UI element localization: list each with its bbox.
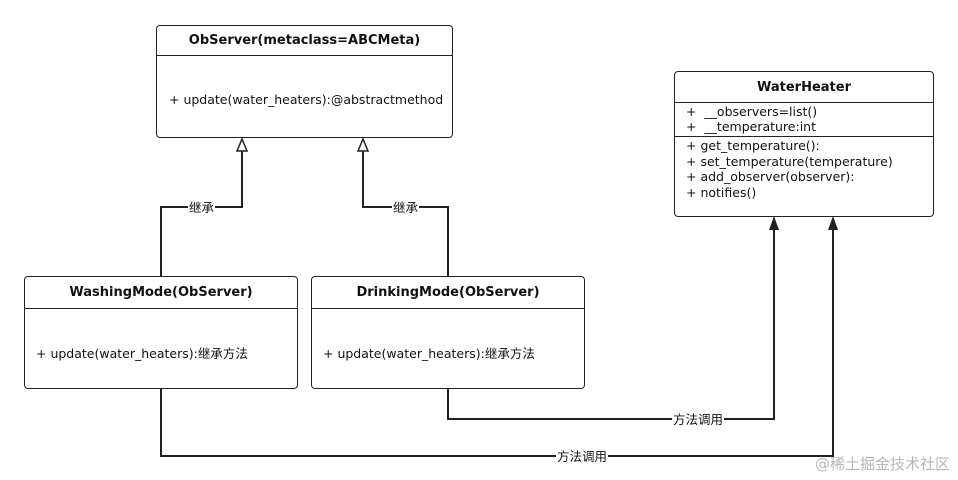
observer-method: + update(water_heaters):@abstractmethod (169, 92, 444, 107)
call-arrowhead (828, 216, 838, 230)
water-heater-attribute: + __temperature:int (686, 119, 816, 134)
drinking-mode-methods: + update(water_heaters):继承方法 (312, 309, 584, 362)
water-heater-attributes: + __observers=list() + __temperature:int (675, 103, 933, 137)
water-heater-class-title: WaterHeater (675, 72, 933, 103)
observer-methods: + update(water_heaters):@abstractmethod (157, 56, 452, 107)
observer-class-title: ObServer(metaclass=ABCMeta) (157, 26, 452, 56)
water-heater-method: + set_temperature(temperature) (686, 153, 893, 169)
inherit-arrowhead (235, 137, 249, 152)
water-heater-attribute: + __observers=list() (686, 104, 818, 119)
water-heater-method: + add_observer(observer): (686, 169, 855, 184)
inherit-arrowhead (356, 137, 370, 152)
drinking-mode-method: + update(water_heaters):继承方法 (323, 346, 535, 361)
watermark-text: @稀土掘金技术社区 (814, 455, 950, 473)
call-arrowhead (769, 216, 779, 230)
water-heater-class-box: WaterHeater + __observers=list() + __tem… (674, 71, 934, 217)
washing-call-connector (160, 229, 834, 457)
observer-class-box: ObServer(metaclass=ABCMeta) + update(wat… (156, 25, 453, 138)
washing-mode-methods: + update(water_heaters):继承方法 (25, 309, 297, 362)
water-heater-method: + notifies() (686, 184, 757, 200)
drinking-mode-class-box: DrinkingMode(ObServer) + update(water_he… (311, 276, 585, 389)
washing-inherit-label: 继承 (188, 200, 216, 215)
washing-mode-class-title: WashingMode(ObServer) (25, 277, 297, 309)
drinking-inherit-label: 继承 (392, 200, 420, 215)
water-heater-methods: + get_temperature(): + set_temperature(t… (675, 137, 933, 200)
washing-call-label: 方法调用 (556, 449, 609, 464)
drinking-mode-class-title: DrinkingMode(ObServer) (312, 277, 584, 309)
water-heater-method: + get_temperature(): (686, 138, 820, 153)
drinking-call-label: 方法调用 (672, 412, 725, 427)
washing-mode-class-box: WashingMode(ObServer) + update(water_hea… (24, 276, 298, 389)
drinking-call-connector (447, 229, 775, 420)
washing-mode-method: + update(water_heaters):继承方法 (36, 346, 248, 361)
